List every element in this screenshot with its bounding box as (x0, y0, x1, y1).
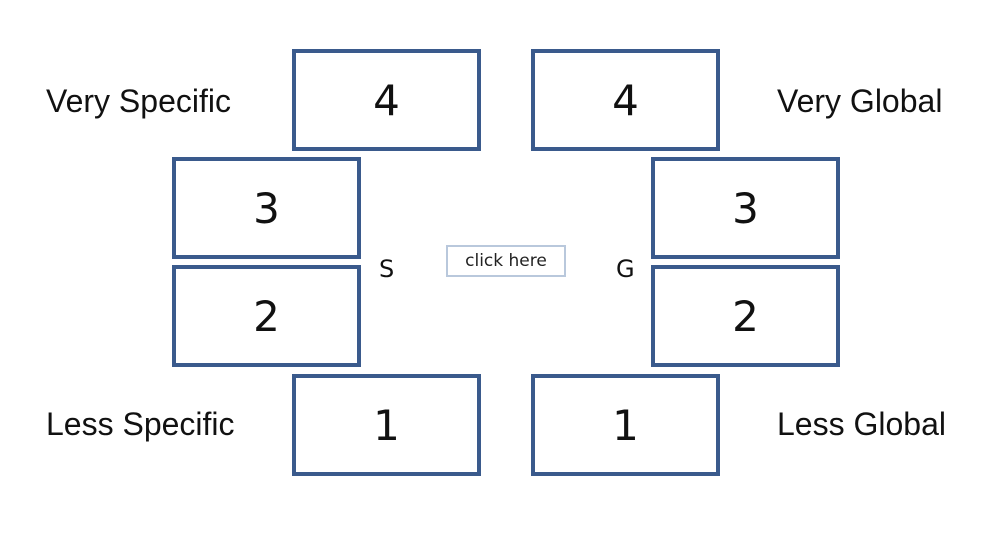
specific-box-3[interactable]: 3 (172, 157, 361, 259)
specific-box-1[interactable]: 1 (292, 374, 481, 476)
very-specific-label: Very Specific (46, 83, 231, 119)
click-here-button[interactable]: click here (446, 245, 566, 277)
specific-box-2[interactable]: 2 (172, 265, 361, 367)
specific-box-4[interactable]: 4 (292, 49, 481, 151)
global-box-3[interactable]: 3 (651, 157, 840, 259)
global-box-4[interactable]: 4 (531, 49, 720, 151)
less-global-label: Less Global (777, 406, 946, 442)
very-global-label: Very Global (777, 83, 943, 119)
global-letter: G (616, 255, 635, 283)
global-box-1[interactable]: 1 (531, 374, 720, 476)
less-specific-label: Less Specific (46, 406, 235, 442)
global-box-2[interactable]: 2 (651, 265, 840, 367)
specific-letter: S (379, 255, 395, 283)
